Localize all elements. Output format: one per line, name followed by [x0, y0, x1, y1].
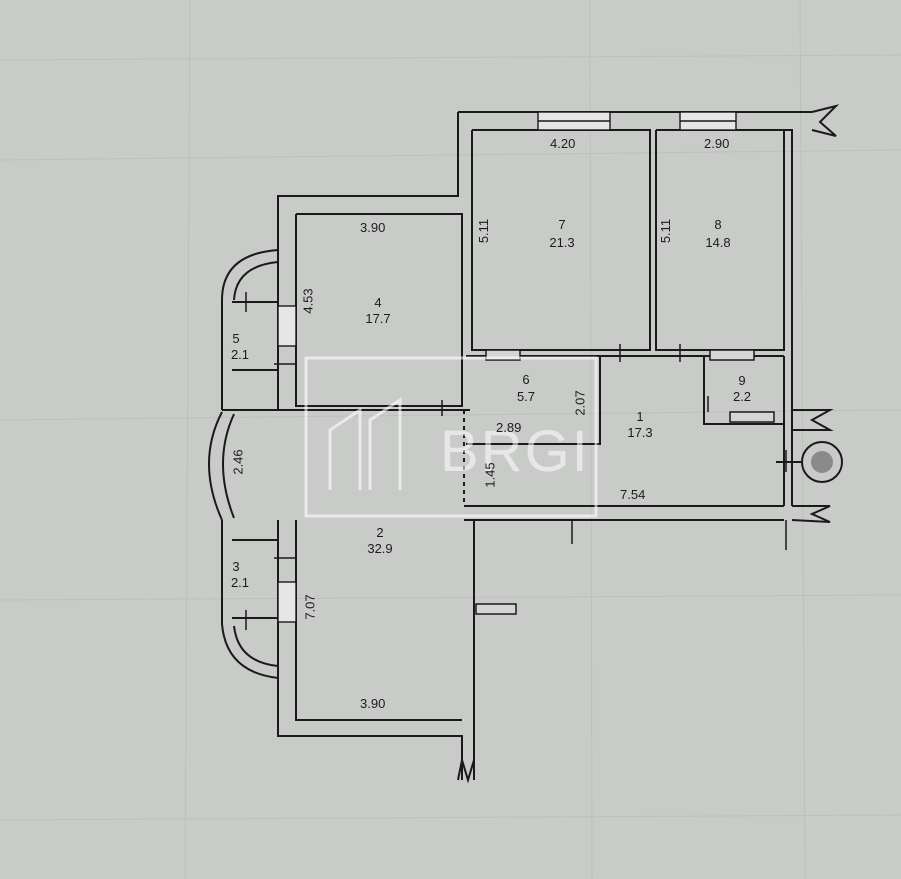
- dim-room6-depth: 2.07: [572, 390, 588, 416]
- room-2-number: 2: [376, 525, 384, 540]
- room-6-area: 5.7: [516, 389, 536, 404]
- room-5-number: 5: [232, 331, 240, 346]
- room-4-area: 17.7: [365, 311, 391, 326]
- riser-circle: [776, 441, 843, 483]
- room-9-area: 2.2: [732, 389, 752, 404]
- room-1-area: 17.3: [627, 425, 653, 440]
- watermark-frame: [304, 356, 598, 518]
- dim-room7-width: 4.20: [550, 136, 576, 151]
- room-8-number: 8: [714, 217, 722, 232]
- room-2-area: 32.9: [367, 541, 393, 556]
- watermark-text: BRGI: [440, 419, 590, 484]
- dim-bay-width: 2.46: [230, 449, 246, 475]
- windows: [277, 111, 737, 623]
- room-3-number: 3: [232, 559, 240, 574]
- dim-room6-width: 2.89: [496, 420, 522, 435]
- dim-room8-depth: 5.11: [658, 218, 674, 244]
- dim-room8-width: 2.90: [704, 136, 730, 151]
- dim-room2-depth: 7.07: [302, 594, 318, 620]
- dim-room4-width: 3.90: [360, 220, 386, 235]
- door-marks: [245, 292, 787, 630]
- room-5-area: 2.1: [230, 347, 250, 362]
- dim-room7-depth: 5.11: [476, 218, 492, 244]
- dim-hall-width: 7.54: [620, 487, 646, 502]
- room-4-number: 4: [374, 295, 382, 310]
- room-9-number: 9: [738, 373, 746, 388]
- room-1-number: 1: [636, 409, 644, 424]
- room-7-area: 21.3: [549, 235, 575, 250]
- room-3-area: 2.1: [230, 575, 250, 590]
- room-8-area: 14.8: [705, 235, 731, 250]
- room-7-number: 7: [558, 217, 566, 232]
- dim-hall-depth: 1.45: [482, 462, 498, 488]
- dim-room2-width: 3.90: [360, 696, 386, 711]
- dim-room4-depth: 4.53: [300, 288, 316, 314]
- room-6-number: 6: [522, 372, 530, 387]
